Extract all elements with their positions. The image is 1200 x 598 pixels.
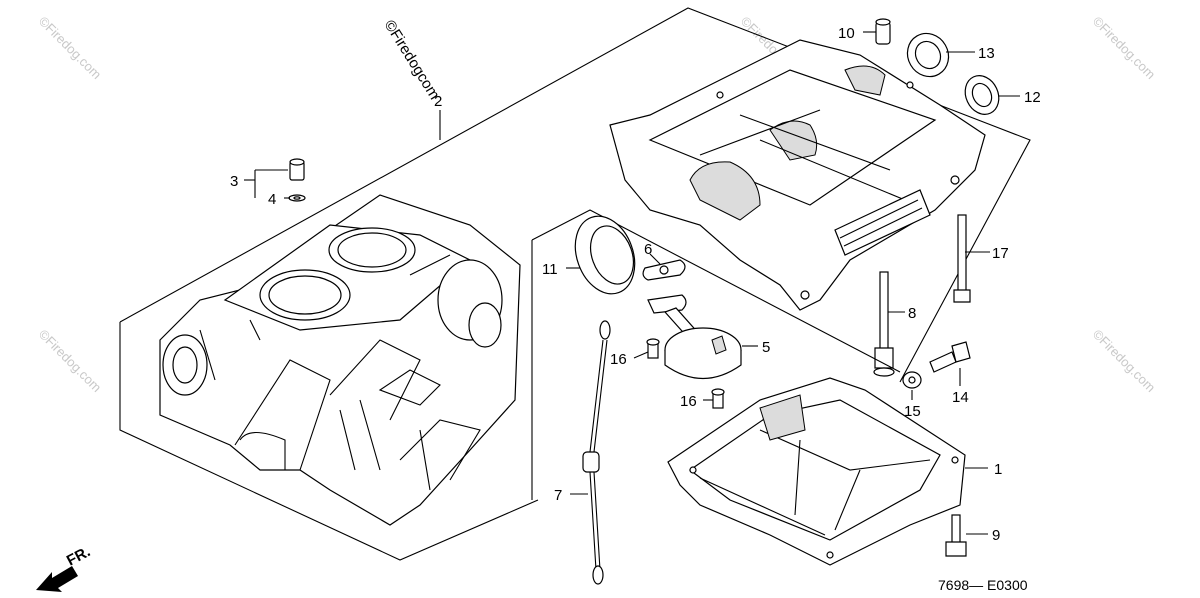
crankcase-lower xyxy=(609,39,986,311)
callout-5: 5 xyxy=(762,339,770,356)
bolt-14 xyxy=(929,341,971,373)
bolt-9 xyxy=(945,514,967,557)
washer-15 xyxy=(902,371,922,389)
bolt-17 xyxy=(953,214,971,303)
front-label: FR. xyxy=(64,543,93,569)
callout-10: 10 xyxy=(838,25,855,42)
oil-seal-13 xyxy=(906,32,950,78)
callout-16b: 16 xyxy=(680,393,697,410)
dipstick-7 xyxy=(582,320,611,585)
watermark: ©Firedog.com xyxy=(36,14,104,82)
bolt-16-b xyxy=(711,388,725,409)
copyright-label: ©Firedogcom xyxy=(381,17,443,103)
dowel-pin-10 xyxy=(875,18,891,45)
leader-lines xyxy=(244,31,1020,535)
callout-15: 15 xyxy=(904,403,921,420)
callout-2: 2 xyxy=(434,93,442,110)
watermark: ©Firedog.com xyxy=(1090,14,1158,82)
callout-11: 11 xyxy=(542,261,558,278)
callout-9: 9 xyxy=(992,527,1000,544)
callout-16a: 16 xyxy=(610,351,627,368)
front-arrow: FR. xyxy=(36,543,93,592)
oil-strainer-5 xyxy=(647,294,742,380)
watermark: ©Firedog.com xyxy=(1090,327,1158,395)
callout-1: 1 xyxy=(994,461,1002,478)
diagram-code: 7698— E0300 xyxy=(938,577,1028,593)
oil-pan-1 xyxy=(667,377,966,566)
callout-4: 4 xyxy=(268,191,276,208)
oil-seal-11 xyxy=(574,215,636,295)
callout-13: 13 xyxy=(978,45,995,62)
callout-14: 14 xyxy=(952,389,969,406)
oil-seal-12 xyxy=(964,75,1000,115)
gasket-6 xyxy=(642,259,686,281)
group-boundary-2-lower xyxy=(119,322,539,561)
cylinder-block xyxy=(159,194,521,526)
watermark: ©Firedog.com xyxy=(36,327,104,395)
callout-17: 17 xyxy=(992,245,1009,262)
callout-6: 6 xyxy=(644,241,652,258)
callout-7: 7 xyxy=(554,487,562,504)
plug-bolt-3 xyxy=(288,158,306,202)
callout-8: 8 xyxy=(908,305,916,322)
callout-3: 3 xyxy=(230,173,238,190)
bolt-16-a xyxy=(646,338,660,359)
callout-12: 12 xyxy=(1024,89,1041,106)
group-boundary-oilpan xyxy=(531,209,901,373)
